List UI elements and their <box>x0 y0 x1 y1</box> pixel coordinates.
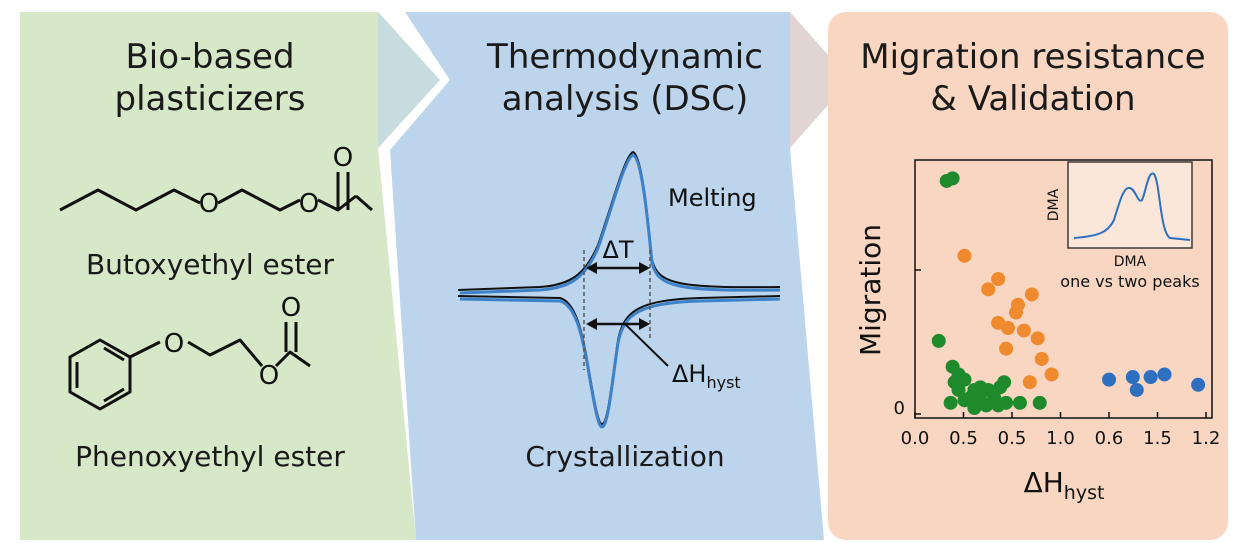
scatter-point-s1-p10 <box>999 341 1014 356</box>
delta-h-label: ΔHhyst <box>672 360 741 392</box>
inset-caption: one vs two peaks <box>1060 272 1199 291</box>
melting-curve-blue <box>459 153 781 295</box>
scatter-point-s0-p21 <box>1032 395 1047 410</box>
dsc-curves <box>457 150 781 429</box>
x-tick-label: 0.5 <box>949 428 978 449</box>
atom-o-6: O <box>281 293 301 323</box>
scatter-point-s0-p7 <box>943 395 958 410</box>
plot-area <box>914 159 1213 419</box>
scatter-point-s0-p23 <box>957 393 972 408</box>
panel2-title-line1: Thermodynamic <box>487 37 763 77</box>
scatter-point-s0-p19 <box>999 395 1014 410</box>
scatter-point-s0-p15 <box>997 375 1012 390</box>
atom-o-3: O <box>333 143 353 173</box>
inset-xlabel: DMA <box>1114 254 1147 270</box>
x-tick-label: 0.5 <box>998 428 1027 449</box>
panel-migration-bg <box>828 12 1228 540</box>
x-axis-label: ΔHhyst <box>1024 466 1105 504</box>
scatter-point-s0-p17 <box>979 398 994 413</box>
scatter-point-s2-p2 <box>1129 382 1144 397</box>
x-tick-label: 1.0 <box>1046 428 1075 449</box>
y-axis-label: Migration <box>854 224 887 356</box>
panel-bioplasticizers-bg <box>20 12 440 540</box>
atom-o-5: O <box>259 361 279 391</box>
arrow-chevron-1 <box>378 12 440 148</box>
panel-dsc-bg <box>390 12 850 540</box>
crystallization-curve-blue <box>459 297 781 429</box>
inset-box <box>1067 161 1193 249</box>
scatter-point-s1-p11 <box>1034 351 1049 366</box>
scatter-point-s1-p0 <box>957 248 972 263</box>
scatter-point-s2-p0 <box>1102 372 1117 387</box>
scatter-point-s0-p20 <box>1012 395 1027 410</box>
crystallization-label: Crystallization <box>525 440 725 473</box>
panel3-title-line2: & Validation <box>930 79 1136 119</box>
panel3-title-line1: Migration resistance <box>860 37 1206 77</box>
x-tick-label: 0.6 <box>1095 428 1124 449</box>
scatter-point-s2-p1 <box>1125 370 1140 385</box>
atom-o-2: O <box>299 189 319 219</box>
scatter-point-s0-p5 <box>951 382 966 397</box>
x-tick-label: 1.2 <box>1192 428 1221 449</box>
panel1-title-line2: plasticizers <box>114 79 306 119</box>
scatter-point-s0-p1 <box>945 171 960 186</box>
scatter-point-s1-p12 <box>1044 367 1059 382</box>
melting-label: Melting <box>668 184 757 212</box>
scatter-point-s1-p4 <box>1008 305 1023 320</box>
scatter-point-s0-p18 <box>967 401 982 415</box>
x-tick-label: 1.5 <box>1143 428 1172 449</box>
scatter-point-s2-p5 <box>1191 377 1206 392</box>
scatter-point-s1-p2 <box>991 272 1006 286</box>
y-tick-label: 0 <box>894 398 905 419</box>
scatter-point-s0-p2 <box>931 333 946 348</box>
delta-h-leader <box>624 323 669 367</box>
scatter-point-s0-p22 <box>951 367 966 382</box>
scatter-point-s2-p3 <box>1143 370 1158 385</box>
delta-t-label: ΔT <box>602 236 633 264</box>
scatter-point-s1-p5 <box>1024 287 1039 302</box>
butoxyethyl-structure <box>59 172 373 212</box>
atom-o-4: O <box>164 329 184 359</box>
butoxyethyl-label: Butoxyethyl ester <box>85 248 335 281</box>
scatter-point-s1-p13 <box>1022 375 1037 390</box>
scatter-point-s1-p7 <box>1001 321 1016 336</box>
atom-o-1: O <box>199 189 219 219</box>
panel2-title: Thermodynamic analysis (DSC) <box>440 36 810 120</box>
panel3-title: Migration resistance & Validation <box>838 36 1228 120</box>
melting-curve <box>457 150 781 291</box>
panel1-title-line1: Bio-based <box>125 37 295 77</box>
scatter-point-s1-p8 <box>1016 323 1031 338</box>
inset-dma-curve <box>1073 172 1191 241</box>
panel1-title: Bio-based plasticizers <box>40 36 380 120</box>
inset-ylabel: DMA <box>1046 188 1062 221</box>
scatter-point-s2-p4 <box>1157 367 1172 382</box>
panel2-title-line2: analysis (DSC) <box>501 79 749 119</box>
phenoxyethyl-structure <box>68 322 311 411</box>
phenoxyethyl-label: Phenoxyethyl ester <box>75 440 345 473</box>
arrow-chevron-2 <box>790 12 850 148</box>
x-tick-label: 0.0 <box>901 428 930 449</box>
scatter-point-s1-p1 <box>981 282 996 297</box>
scatter-point-s1-p9 <box>1030 331 1045 346</box>
